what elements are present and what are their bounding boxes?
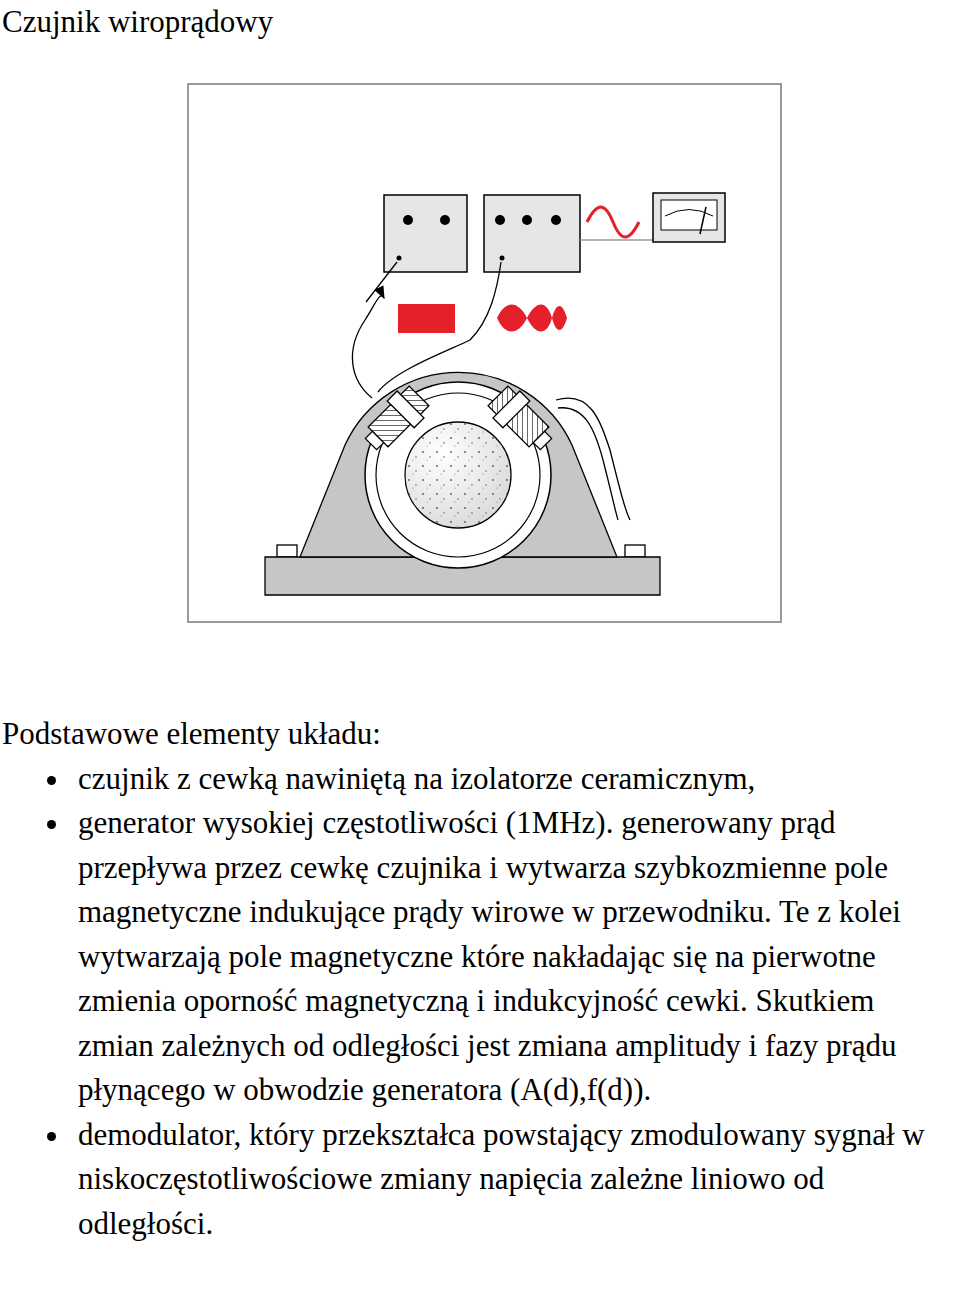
- instruments: [384, 193, 725, 272]
- bullet-item: generator wysokiej częstotliwości (1MHz)…: [78, 801, 950, 1113]
- bullet-text: generator wysokiej częstotliwości (1MHz)…: [78, 805, 901, 1107]
- carrier-signal: [398, 304, 455, 333]
- sensor-right: [485, 383, 560, 458]
- shaft: [405, 422, 511, 528]
- sensor-left: [358, 383, 433, 458]
- frame: [188, 84, 781, 622]
- modulated-signal: [497, 305, 567, 332]
- bullet-dot: [47, 820, 56, 829]
- bullet-text: czujnik z cewką nawiniętą na izolatorze …: [78, 761, 755, 796]
- section-heading: Podstawowe elementy układu:: [2, 712, 950, 757]
- text-block: Podstawowe elementy układu: czujnik z cew…: [0, 712, 950, 1246]
- bullet-dot: [47, 1132, 56, 1141]
- pillow-block-housing: [265, 372, 660, 595]
- slide-title: Czujnik wiroprądowy: [2, 2, 273, 42]
- bullet-dot: [47, 776, 56, 785]
- bullet-item: demodulator, który przekształca powstają…: [78, 1113, 950, 1247]
- bullet-item: czujnik z cewką nawiniętą na izolatorze …: [78, 757, 950, 802]
- bullet-text: demodulator, który przekształca powstają…: [78, 1117, 925, 1241]
